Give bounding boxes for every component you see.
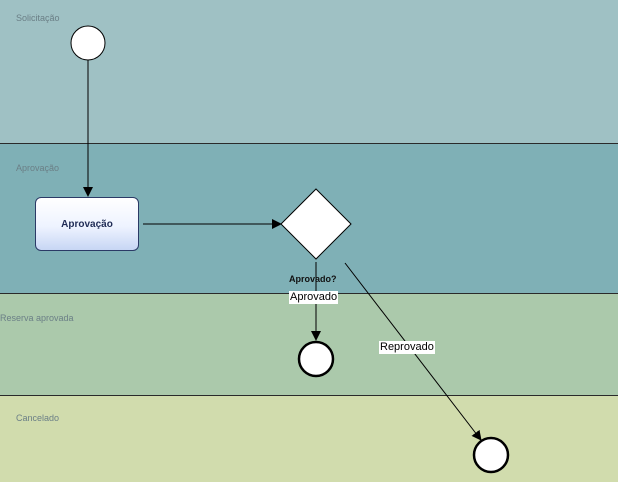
exclusive-gateway[interactable] xyxy=(280,188,352,260)
edge-label-rejected: Reprovado xyxy=(379,341,435,354)
end-event-rejected[interactable] xyxy=(472,436,510,474)
lane-solicitacao: Solicitação xyxy=(0,0,618,144)
gateway-label: Aprovado? xyxy=(289,274,337,284)
task-aprovacao[interactable]: Aprovação xyxy=(35,197,139,251)
lane-label-solicitacao: Solicitação xyxy=(16,13,60,23)
lane-label-aprovacao: Aprovação xyxy=(16,163,60,173)
lane-label-reserva-aprovada: Reserva aprovada xyxy=(0,313,74,323)
start-event[interactable] xyxy=(70,25,106,61)
end-event-approved[interactable] xyxy=(297,340,335,378)
edge-label-approved: Aprovado xyxy=(289,291,339,304)
lane-label-cancelado: Cancelado xyxy=(16,413,60,423)
task-label: Aprovação xyxy=(61,218,113,230)
lane-cancelado: Cancelado xyxy=(0,396,618,482)
